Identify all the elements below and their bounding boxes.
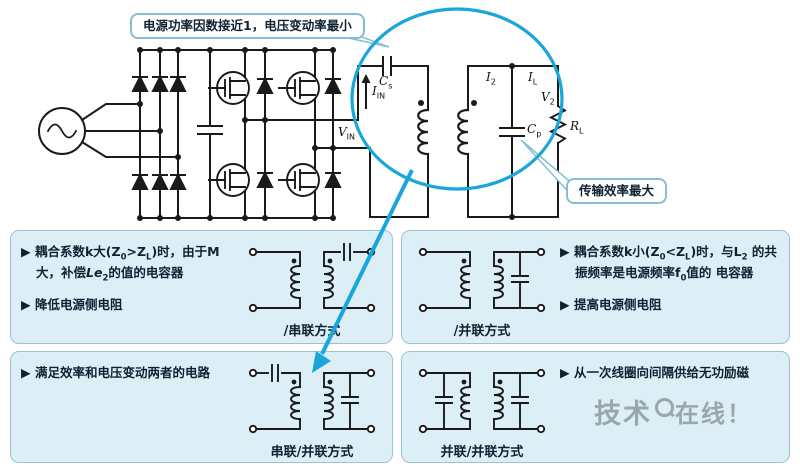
series-secondary-circuit xyxy=(248,243,376,313)
panel1-figure: /串联方式 xyxy=(242,240,382,339)
panel-series-parallel: ▶ 满足效率和电压变动两者的电路 串联/ xyxy=(10,351,393,463)
primary-tank xyxy=(244,56,430,218)
efficiency-callout: 传输效率最大 xyxy=(566,178,668,205)
watermark-prefix: 技术 xyxy=(594,399,652,430)
cs-label: Cs xyxy=(379,74,393,91)
panel3-caption: 串联/并联方式 xyxy=(270,445,354,460)
series-parallel-circuit xyxy=(248,364,376,434)
il-label: IL xyxy=(528,70,538,87)
panel3-figure: 串联/并联方式 xyxy=(242,361,382,460)
power-factor-callout-text: 电源功率因数接近1，电压变动率最小 xyxy=(143,18,352,33)
iin-label: IIN xyxy=(372,84,386,101)
panel-parallel-secondary: /并联方式 ▶ 耦合系数k小(Z0<ZL)时，与L2 的共振频率是电源频率f0值… xyxy=(401,230,790,344)
panel-parallel-parallel: 并联/并联方式 ▶ 从一次线圈向间隔供给无功励磁 技术在线！ xyxy=(401,351,790,463)
secondary-tank xyxy=(457,65,568,218)
main-circuit-schematic xyxy=(38,7,575,221)
panel1-bullet-1: ▶ 耦合系数k大(Z0>ZL)时，由于M大，补偿Le2的值的电容器 xyxy=(21,244,220,284)
vin-label: VIN xyxy=(338,125,356,142)
watermark-suffix: 在线 xyxy=(675,400,727,428)
panel4-bullet-1: ▶ 从一次线圈向间隔供给无功励磁 xyxy=(560,365,749,380)
panel3-bullets: ▶ 满足效率和电压变动两者的电路 xyxy=(21,364,242,381)
panel3-bullet-1: ▶ 满足效率和电压变动两者的电路 xyxy=(21,365,210,380)
mosfet-top-right xyxy=(278,71,320,105)
inverter-bridge xyxy=(208,49,342,219)
panel1-bullet-2: ▶ 降低电源侧电阻 xyxy=(21,297,123,313)
secondary-coil xyxy=(457,108,470,156)
watermark-bang: ！ xyxy=(727,400,753,428)
power-factor-callout: 电源功率因数接近1，电压变动率最小 xyxy=(130,13,365,40)
panel2-bullet-2: ▶ 提高电源侧电阻 xyxy=(560,297,662,313)
efficiency-callout-text: 传输效率最大 xyxy=(579,183,655,198)
techon-watermark: 技术在线！ xyxy=(594,392,753,431)
panel2-figure: /并联方式 xyxy=(412,240,552,339)
load-resistor xyxy=(548,104,568,145)
parallel-secondary-circuit xyxy=(418,247,546,313)
dc-link-capacitor xyxy=(197,49,223,219)
coupling-highlight-circle xyxy=(350,7,564,191)
mosfet-bottom-right xyxy=(278,163,320,197)
mosfet-bottom-left xyxy=(208,163,250,197)
primary-coil xyxy=(417,108,430,156)
panel4-figure: 并联/并联方式 xyxy=(412,361,552,460)
panel1-bullets: ▶ 耦合系数k大(Z0>ZL)时，由于M大，补偿Le2的值的电容器 ▶ 降低电源… xyxy=(21,243,242,314)
panel2-bullets: ▶ 耦合系数k小(Z0<ZL)时，与L2 的共振频率是电源频率f0值的 电容器 … xyxy=(560,243,779,314)
junction-dots xyxy=(137,47,515,221)
panel-series-secondary: ▶ 耦合系数k大(Z0>ZL)时，由于M大，补偿Le2的值的电容器 ▶ 降低电源… xyxy=(10,230,393,344)
rl-label: RL xyxy=(570,119,584,136)
mosfet-top-left xyxy=(208,71,250,105)
rectifier-bridge xyxy=(131,49,187,219)
cp-label: Cp xyxy=(527,122,542,139)
v2-label: V2 xyxy=(541,90,555,107)
panel4-caption: 并联/并联方式 xyxy=(440,445,524,460)
parallel-parallel-circuit xyxy=(418,368,546,434)
iin-arrow xyxy=(361,74,371,109)
panel1-caption: /串联方式 xyxy=(283,324,341,339)
i2-label: I2 xyxy=(486,70,496,87)
panel4-bullets: ▶ 从一次线圈向间隔供给无功励磁 xyxy=(560,364,779,381)
panel2-caption: /并联方式 xyxy=(453,324,511,339)
panel2-bullet-1: ▶ 耦合系数k小(Z0<ZL)时，与L2 的共振频率是电源频率f0值的 电容器 xyxy=(560,244,777,284)
magnifier-icon xyxy=(655,398,674,417)
